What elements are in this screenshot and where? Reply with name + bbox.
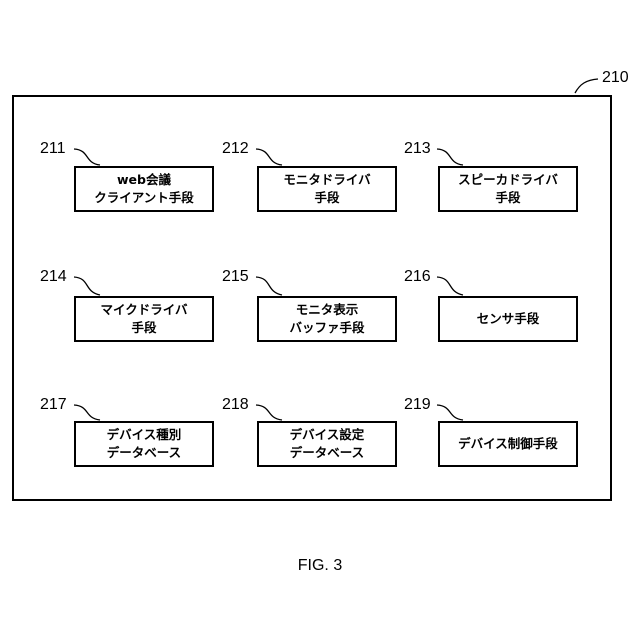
ref-label-212: 212 [222, 141, 249, 157]
ref-label-217: 217 [40, 397, 67, 413]
block-label-line: 手段 [314, 189, 339, 207]
block-label-line: 手段 [495, 189, 520, 207]
block-label-line: データベース [107, 444, 181, 462]
block-label-line: デバイス制御手段 [458, 435, 558, 453]
block-label-line: データベース [290, 444, 364, 462]
block-sensor: センサ手段 [438, 296, 578, 342]
block-device-settings-database: デバイス設定 データベース [257, 421, 397, 467]
block-label-line: デバイス種別 [107, 426, 182, 444]
block-label-line: web会議 [117, 171, 171, 189]
ref-label-215: 215 [222, 269, 249, 285]
block-label-line: デバイス設定 [290, 426, 365, 444]
block-microphone-driver: マイクドライバ 手段 [74, 296, 214, 342]
ref-label-214: 214 [40, 269, 67, 285]
ref-label-210: 210 [602, 70, 629, 86]
block-speaker-driver: スピーカドライバ 手段 [438, 166, 578, 212]
block-web-conference-client: web会議 クライアント手段 [74, 166, 214, 212]
block-device-control: デバイス制御手段 [438, 421, 578, 467]
block-label-line: スピーカドライバ [458, 171, 558, 189]
block-device-type-database: デバイス種別 データベース [74, 421, 214, 467]
block-label-line: センサ手段 [477, 310, 540, 328]
ref-label-219: 219 [404, 397, 431, 413]
block-label-line: 手段 [131, 319, 156, 337]
leader-line-210 [575, 79, 598, 93]
figure-caption: FIG. 3 [0, 557, 640, 575]
block-label-line: バッファ手段 [289, 319, 364, 337]
ref-label-211: 211 [40, 141, 66, 157]
ref-label-213: 213 [404, 141, 431, 157]
ref-label-216: 216 [404, 269, 431, 285]
block-label-line: マイクドライバ [100, 301, 187, 319]
block-label-line: モニタ表示 [296, 301, 359, 319]
block-monitor-driver: モニタドライバ 手段 [257, 166, 397, 212]
block-label-line: クライアント手段 [94, 189, 194, 207]
block-monitor-display-buffer: モニタ表示 バッファ手段 [257, 296, 397, 342]
ref-label-218: 218 [222, 397, 249, 413]
block-label-line: モニタドライバ [283, 171, 370, 189]
